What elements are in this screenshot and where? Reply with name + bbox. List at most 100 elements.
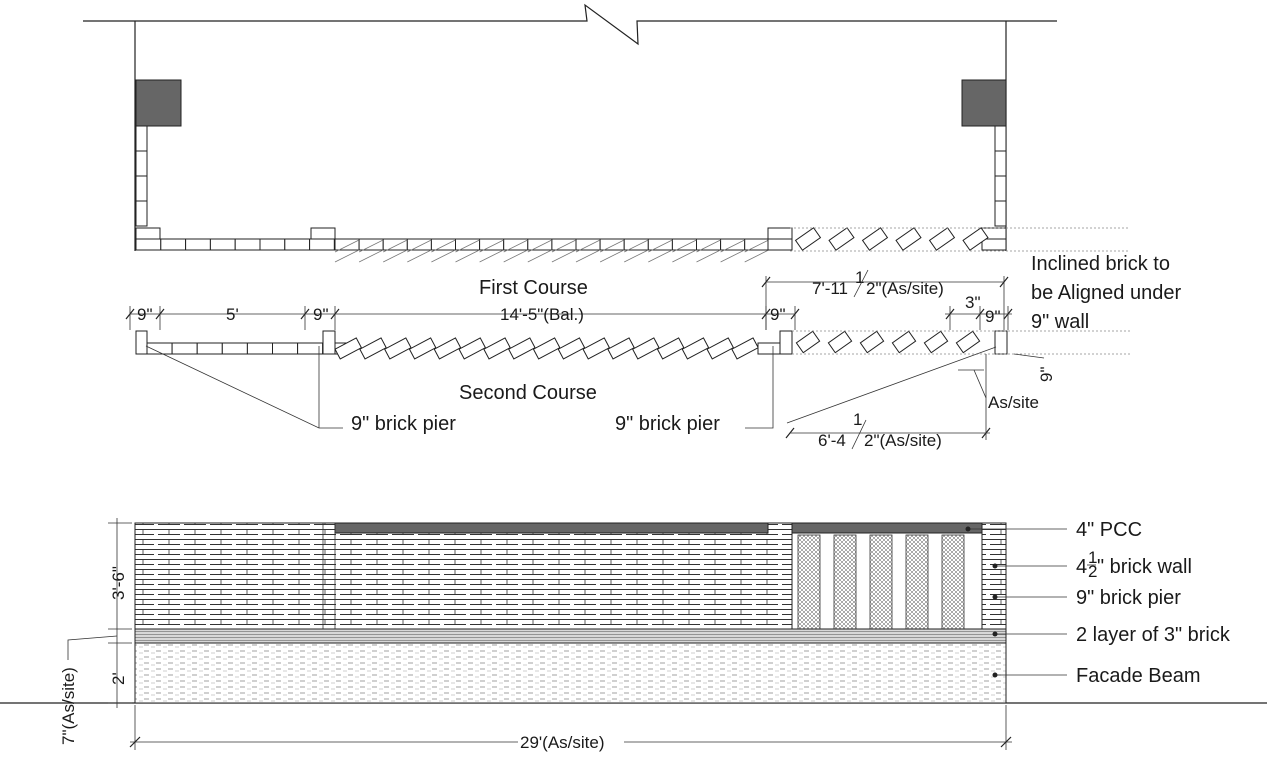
ghost-brick	[407, 239, 432, 263]
inclined-brick	[828, 227, 855, 251]
inclined-brick	[359, 337, 387, 360]
pier-leader-mid-b	[786, 346, 997, 424]
row-brick	[671, 238, 698, 251]
pier-leader-mid	[745, 346, 774, 429]
row-brick	[334, 238, 360, 251]
row-brick	[503, 238, 529, 251]
inclined-brick	[458, 337, 487, 360]
right-brick-stack	[994, 125, 1007, 227]
course-brick	[171, 342, 198, 355]
inclined-brick	[383, 337, 412, 360]
leader-dots	[965, 526, 998, 678]
inclined-brick	[928, 227, 956, 251]
dim-6-4-frac-bot: 2"(As/site)	[864, 431, 942, 450]
course-brick	[757, 342, 781, 355]
dim-14-5: 14'-5"(Bal.)	[500, 305, 584, 324]
inclined-brick	[408, 337, 437, 360]
dim-9-b: 9"	[313, 305, 329, 324]
row-brick	[358, 238, 384, 251]
row-brick	[284, 238, 311, 251]
pcc-top	[334, 522, 769, 534]
dimension-ticks	[125, 276, 1013, 439]
left-column	[135, 79, 182, 127]
dim-7-11-frac-bot: 2"(As/site)	[866, 279, 944, 298]
inclined-brick	[483, 337, 511, 360]
ghost-brick	[383, 239, 408, 263]
row-brick	[259, 238, 286, 251]
row-brick	[599, 238, 625, 251]
ghost-brick	[527, 239, 552, 263]
dim-29-tick-left	[129, 736, 141, 748]
row-brick	[527, 238, 553, 251]
wall-brick	[135, 150, 148, 177]
row-brick	[309, 238, 335, 251]
wall-brick	[135, 125, 148, 152]
elevation-pier	[941, 534, 965, 630]
pcc-top-right	[791, 522, 983, 534]
row-brick	[720, 238, 746, 251]
ghost-brick	[503, 239, 528, 263]
row-brick	[767, 238, 793, 251]
second-course-bricks	[135, 330, 1008, 360]
wall-brick	[994, 150, 1007, 177]
dim-7-leader	[67, 635, 118, 660]
course-brick	[246, 342, 273, 355]
dim-29-mask	[518, 733, 624, 751]
inclined-brick	[895, 227, 922, 251]
dim-7: 7"(As/site)	[59, 667, 78, 745]
row-brick	[209, 238, 236, 251]
facade-beam	[134, 642, 1007, 704]
pier-brick	[322, 330, 336, 355]
row-brick	[310, 227, 336, 240]
inclined-brick	[557, 337, 586, 360]
label-layers: 2 layer of 3" brick	[1076, 624, 1231, 646]
inclined-brick	[891, 330, 917, 354]
ghost-brick	[720, 239, 745, 263]
brick-layers	[134, 628, 1007, 644]
row-brick	[382, 238, 408, 251]
row-brick	[430, 238, 456, 251]
pier-brick	[135, 330, 148, 355]
inclined-note-line-1: Inclined brick to	[1031, 253, 1170, 275]
pier-brick	[994, 330, 1008, 355]
row-brick	[647, 238, 673, 251]
break-line	[83, 3, 1057, 46]
course-brick	[221, 342, 248, 355]
elevation-pier	[869, 534, 893, 630]
row-brick	[455, 238, 481, 251]
pier-leader-left	[145, 345, 343, 429]
inclined-brick	[532, 337, 561, 360]
inclined-note-line-2: be Aligned under	[1031, 282, 1181, 304]
dim-5: 5'	[226, 305, 239, 324]
leader-dot	[992, 672, 998, 678]
as-site-leader	[973, 369, 987, 399]
ghost-brick	[358, 239, 384, 263]
wall-brick	[994, 200, 1007, 227]
ghost-brick	[744, 239, 769, 263]
course-plan: First Course Second Course Inclined bric…	[125, 253, 1187, 450]
ghost-brick	[431, 239, 456, 263]
inclined-brick	[706, 337, 735, 360]
row-brick	[744, 238, 770, 251]
inclined-brick	[923, 330, 949, 354]
dim-2: 2'	[109, 672, 128, 685]
leader-dot	[992, 563, 998, 569]
dim-3-6: 3'-6"	[109, 566, 128, 600]
inclined-note: Inclined brick to be Aligned under 9" wa…	[1031, 253, 1187, 333]
ghost-brick	[648, 239, 673, 263]
label-brick-wall-num: 4	[1076, 556, 1087, 578]
row-brick	[185, 238, 211, 251]
first-course-label: First Course	[479, 277, 588, 299]
pier-label-mid: 9" brick pier	[615, 413, 720, 435]
top-brick-row	[135, 227, 1007, 263]
label-brick-wall-text: " brick wall	[1097, 556, 1192, 578]
wall-brick	[994, 125, 1007, 152]
dim-6-4-slash	[851, 419, 867, 450]
row-brick	[406, 238, 432, 251]
top-plan	[83, 3, 1130, 263]
inclined-brick	[861, 227, 889, 251]
row-brick	[981, 238, 1007, 251]
inclined-brick	[433, 337, 462, 360]
inclined-note-line-3: 9" wall	[1031, 311, 1089, 333]
